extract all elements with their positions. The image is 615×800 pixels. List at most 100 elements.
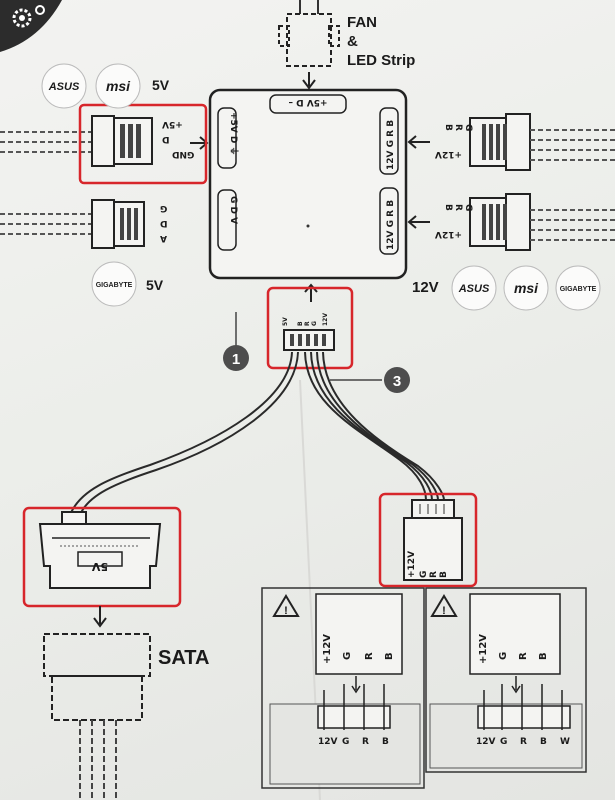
svg-text:+12V: +12V	[435, 229, 462, 239]
svg-text:!: !	[284, 605, 288, 617]
callout-1: 1	[223, 345, 249, 371]
fan-connector	[278, 0, 340, 90]
sata-connector: 5V	[38, 511, 162, 589]
svg-text:R: R	[453, 124, 463, 131]
warning-icon-right: !	[430, 594, 458, 617]
svg-text:msi: msi	[106, 78, 131, 94]
svg-text:ASUS: ASUS	[48, 81, 80, 93]
svg-text:R: R	[518, 652, 529, 660]
asus-logo-left: ASUS	[41, 63, 87, 109]
fan-label-3: LED Strip	[347, 52, 415, 69]
svg-text:B: B	[443, 124, 453, 131]
svg-text:G: G	[463, 124, 473, 131]
highlight-left-top	[78, 103, 208, 185]
left-bottom-cable: G D A	[0, 199, 167, 249]
svg-text:12V: 12V	[318, 737, 338, 747]
svg-text:B: B	[384, 652, 395, 660]
panel-left: ! +12V G R B 12V G R B	[261, 587, 425, 789]
hub-bottom-connector: 5V B R G 12V	[282, 313, 335, 351]
svg-text:G: G	[498, 652, 509, 660]
svg-text:B: B	[443, 204, 453, 211]
svg-text:G: G	[500, 737, 507, 747]
hub-left-bottom-pins: G D V	[228, 196, 238, 224]
svg-text:D: D	[160, 218, 167, 228]
svg-text:R: R	[304, 321, 311, 326]
hub-left-bottom-port	[217, 189, 237, 251]
highlight-hub-connector	[266, 286, 354, 370]
left-top-cable	[0, 115, 153, 167]
svg-text:B: B	[382, 737, 389, 747]
sata-label: SATA	[158, 647, 209, 669]
fan-label-2: &	[347, 33, 358, 50]
sata-arrow	[93, 606, 107, 628]
fan-label-1: FAN	[347, 14, 377, 31]
svg-text:B: B	[297, 321, 304, 326]
svg-text:GIGABYTE: GIGABYTE	[96, 282, 133, 289]
warning-icon-left: !	[272, 594, 300, 617]
msi-logo-left: msi	[95, 63, 141, 109]
svg-text:msi: msi	[514, 280, 539, 296]
left-bottom-voltage: 5V	[146, 277, 164, 293]
svg-text:G: G	[342, 737, 349, 747]
sata-socket	[43, 633, 151, 800]
hub-left-top-pins: +5V D ⏚	[228, 112, 239, 156]
svg-text:W: W	[560, 737, 570, 747]
hub-top-port	[269, 94, 347, 114]
callout-3: 3	[384, 367, 410, 393]
panel-right: ! +12V G R B 12V G R B W	[425, 587, 587, 773]
svg-text:A: A	[160, 233, 167, 243]
msi-logo-right: msi	[503, 265, 549, 311]
gigabyte-logo-right: GIGABYTE	[555, 265, 601, 311]
svg-text:GND: GND	[172, 149, 194, 159]
svg-text:!: !	[442, 605, 446, 617]
right-top-cable: B R G +12V	[435, 113, 615, 171]
sata-5v-mark: 5V	[91, 560, 108, 573]
rgb-plug: +12V G R B	[403, 499, 463, 581]
svg-text:B: B	[540, 737, 547, 747]
highlight-rgb-plug	[378, 492, 478, 588]
hub-top-port-pins: +5V D –	[288, 97, 328, 107]
asus-logo-right: ASUS	[451, 265, 497, 311]
svg-text:R: R	[362, 737, 369, 747]
svg-text:ASUS: ASUS	[458, 283, 490, 295]
hub-right-top-port	[379, 107, 399, 175]
svg-text:1: 1	[232, 351, 240, 368]
svg-text:G: G	[419, 571, 429, 578]
right-voltage: 12V	[412, 279, 439, 296]
svg-text:G: G	[342, 652, 353, 660]
svg-text:12V: 12V	[476, 737, 496, 747]
svg-text:R: R	[520, 737, 527, 747]
svg-text:G: G	[160, 203, 167, 213]
right-bottom-cable: B R G +12V	[435, 193, 615, 251]
svg-text:G: G	[311, 321, 318, 326]
svg-text:R: R	[429, 571, 439, 578]
gigabyte-logo-left: GIGABYTE	[91, 261, 137, 307]
svg-text:+12V: +12V	[435, 149, 462, 159]
svg-text:12V: 12V	[322, 313, 329, 326]
svg-text:+12V: +12V	[478, 634, 489, 664]
svg-text:B: B	[439, 571, 449, 578]
svg-text:B: B	[538, 652, 549, 660]
svg-text:G: G	[463, 204, 473, 211]
gear-icon	[0, 0, 62, 52]
svg-text:5V: 5V	[282, 317, 289, 326]
svg-text:3: 3	[393, 373, 401, 390]
hub-left-top-port	[217, 107, 237, 169]
svg-text:R: R	[364, 652, 375, 660]
svg-text:+12V: +12V	[322, 634, 333, 664]
svg-text:GIGABYTE: GIGABYTE	[560, 286, 597, 293]
svg-text:D: D	[162, 134, 169, 144]
hub-box	[208, 88, 408, 280]
hub-right-bottom-port	[379, 187, 399, 255]
svg-text:R: R	[453, 204, 463, 211]
svg-text:+5V: +5V	[162, 119, 183, 129]
hub-right-top-pins: 12V G R B	[386, 120, 396, 170]
wire-bundle	[69, 351, 445, 516]
left-top-voltage: 5V	[152, 77, 170, 93]
svg-text:+12V: +12V	[407, 551, 417, 578]
left-top-pin-labels: +5V D GND	[162, 119, 194, 159]
highlight-sata	[22, 506, 182, 608]
hub-right-bottom-pins: 12V G R B	[386, 200, 396, 250]
